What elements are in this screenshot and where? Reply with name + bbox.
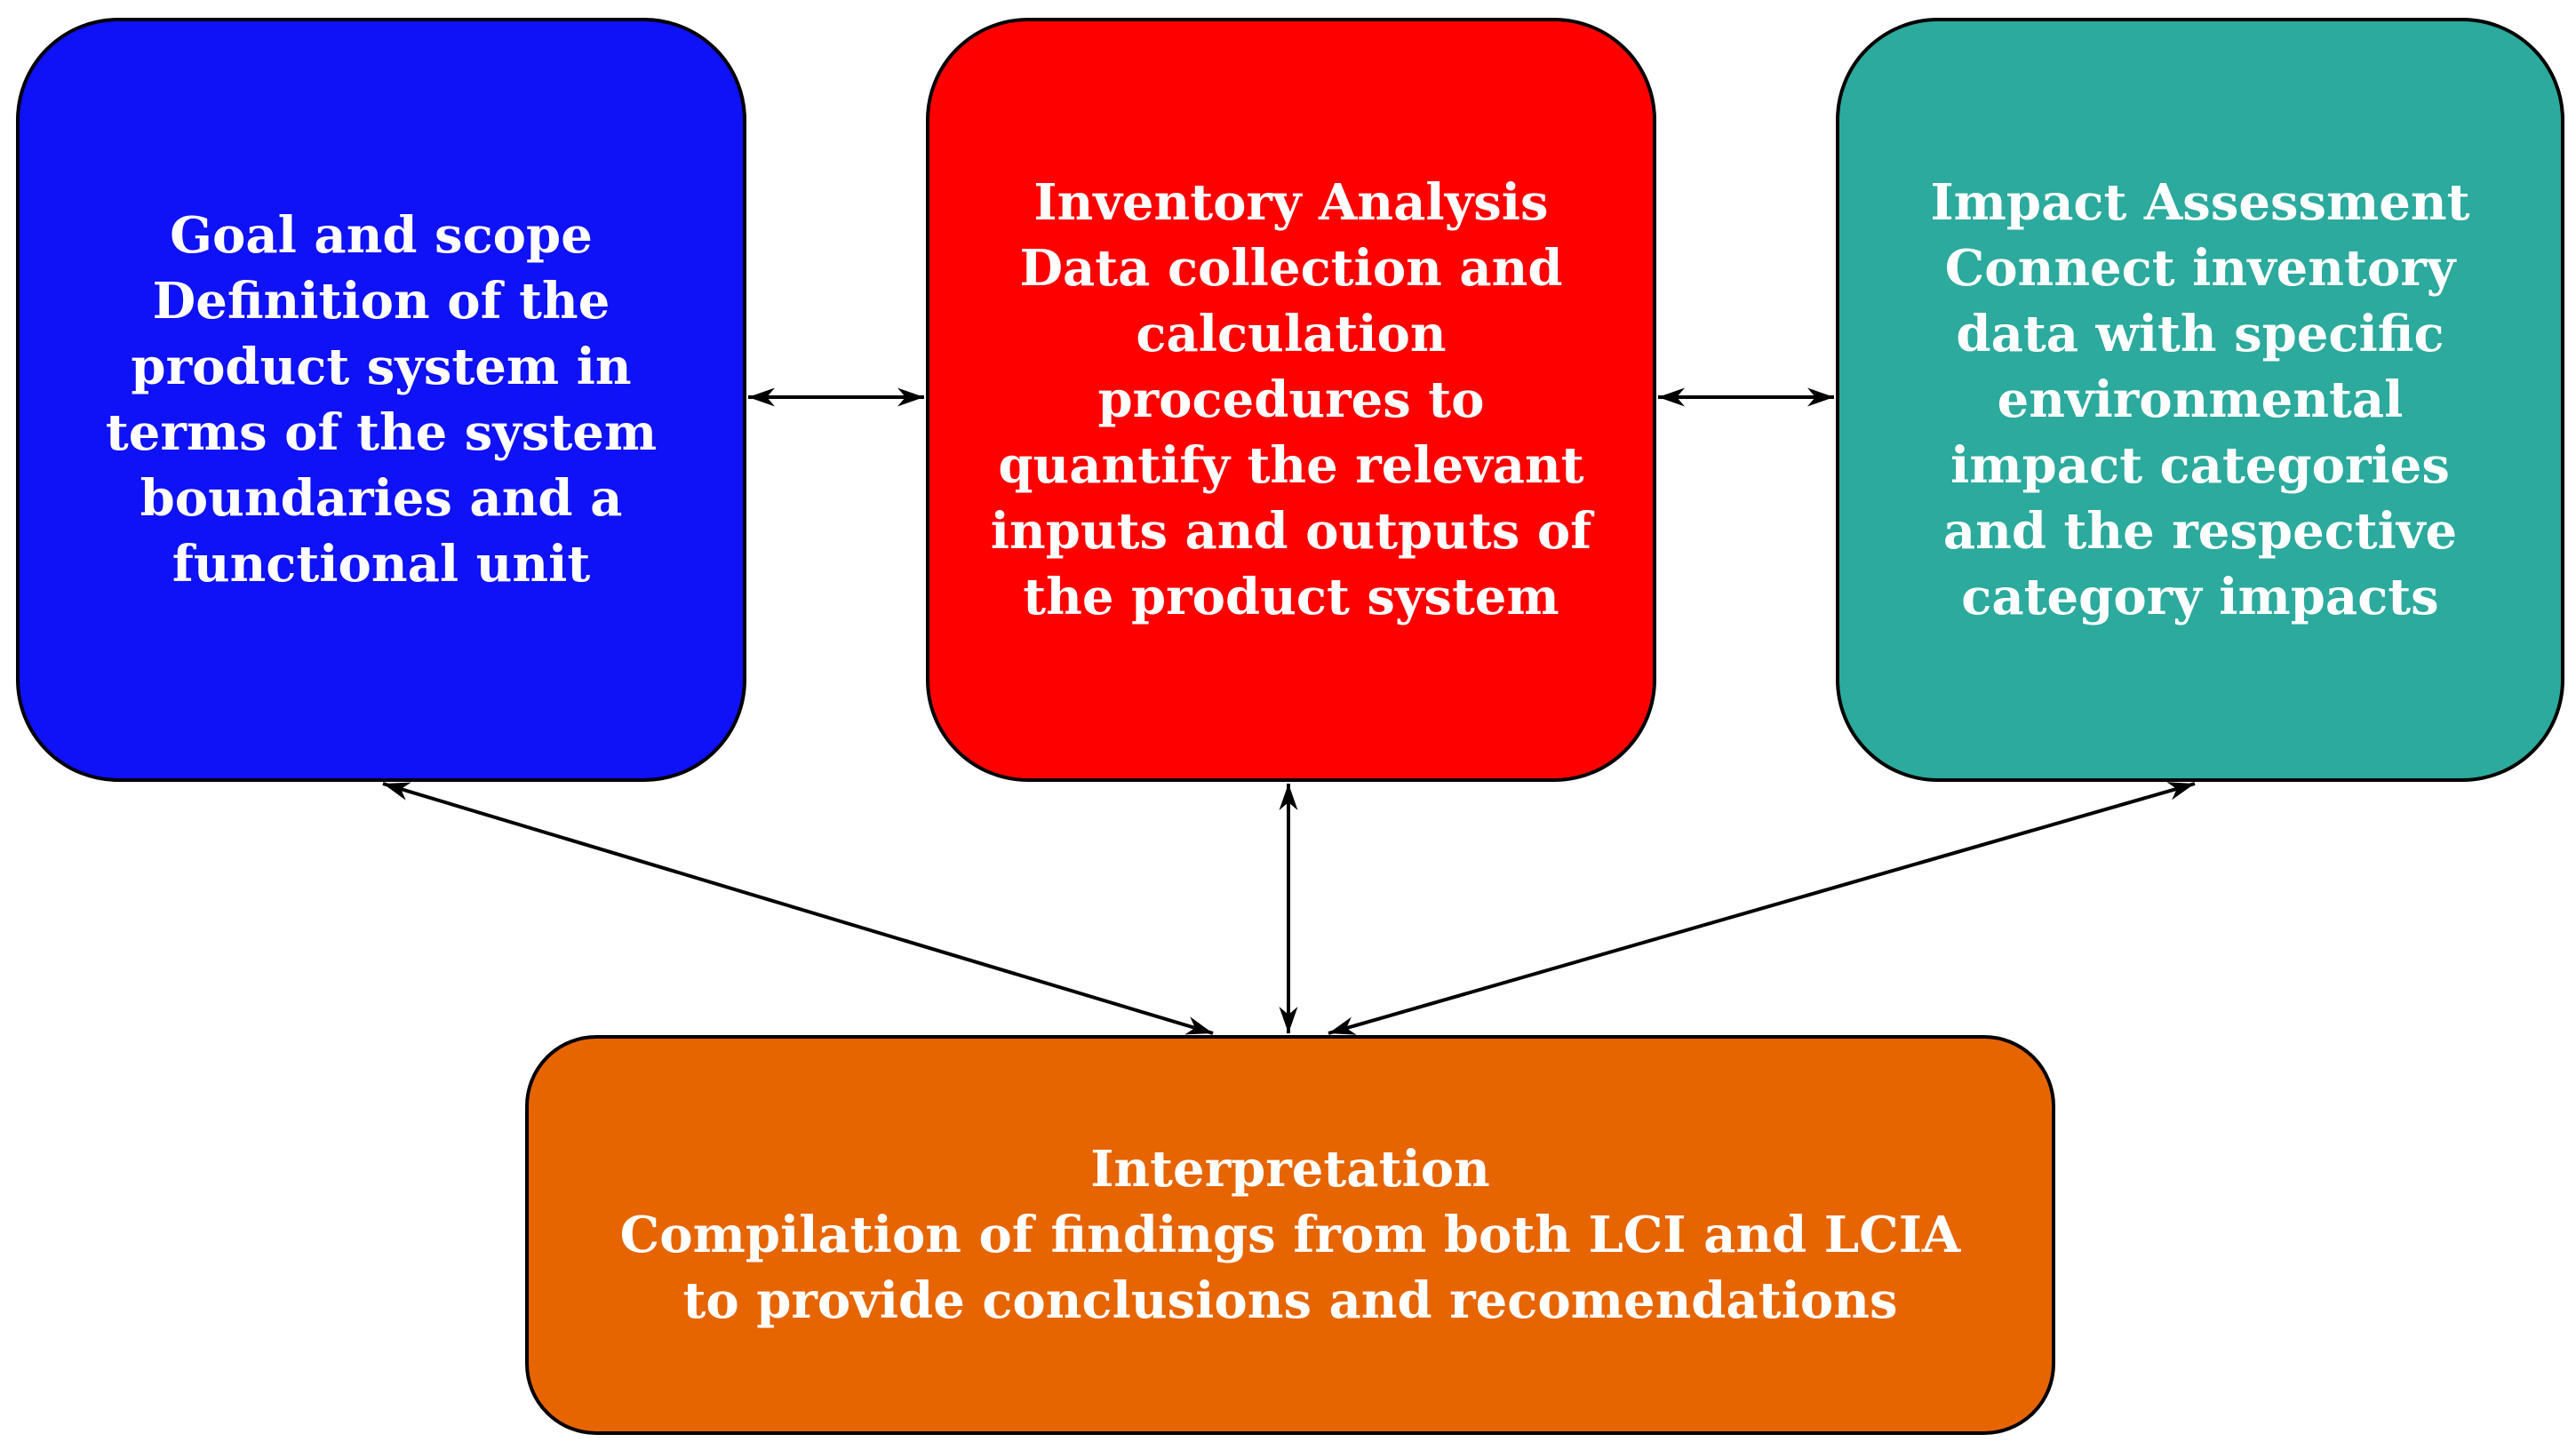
interpretation-line-2: Compilation of findings from both LCI an… [619, 1206, 1961, 1264]
interpretation-line-1: Interpretation [1090, 1140, 1490, 1199]
goal-line-3: product system in [131, 338, 632, 396]
goal-line-6: functional unit [171, 535, 591, 594]
impact-line-6: and the respective [1942, 502, 2458, 561]
inventory-line-3: calculation [1136, 305, 1447, 363]
goal-line-2: Definition of the [152, 272, 610, 331]
impact-line-4: environmental [1997, 370, 2404, 429]
goal-line-4: terms of the system [105, 403, 658, 462]
inventory-line-2: Data collection and [1019, 239, 1563, 298]
interpretation-box: Interpretation Compilation of findings f… [525, 1035, 2055, 1435]
inventory-line-7: the product system [1023, 568, 1559, 626]
goal-and-scope-box: Goal and scope Definition of the product… [16, 18, 746, 782]
impact-line-2: Connect inventory [1944, 239, 2456, 298]
inventory-line-1: Inventory Analysis [1033, 173, 1549, 232]
impact-assessment-box: Impact Assessment Connect inventory data… [1836, 18, 2564, 782]
inventory-line-4: procedures to [1097, 370, 1485, 429]
arrow-goal-interpretation [382, 782, 1214, 1035]
goal-line-5: boundaries and a [140, 469, 623, 528]
impact-line-5: impact categories [1950, 436, 2450, 495]
goal-line-1: Goal and scope [170, 206, 593, 265]
impact-line-3: data with specific [1956, 305, 2444, 363]
interpretation-line-3: to provide conclusions and recomendation… [682, 1271, 1898, 1330]
arrow-impact-interpretation [1328, 782, 2196, 1035]
inventory-line-5: quantify the relevant [998, 436, 1584, 495]
inventory-line-6: inputs and outputs of [990, 502, 1592, 561]
impact-line-7: category impacts [1961, 568, 2439, 626]
inventory-analysis-box: Inventory Analysis Data collection and c… [926, 18, 1656, 782]
impact-line-1: Impact Assessment [1930, 173, 2470, 232]
